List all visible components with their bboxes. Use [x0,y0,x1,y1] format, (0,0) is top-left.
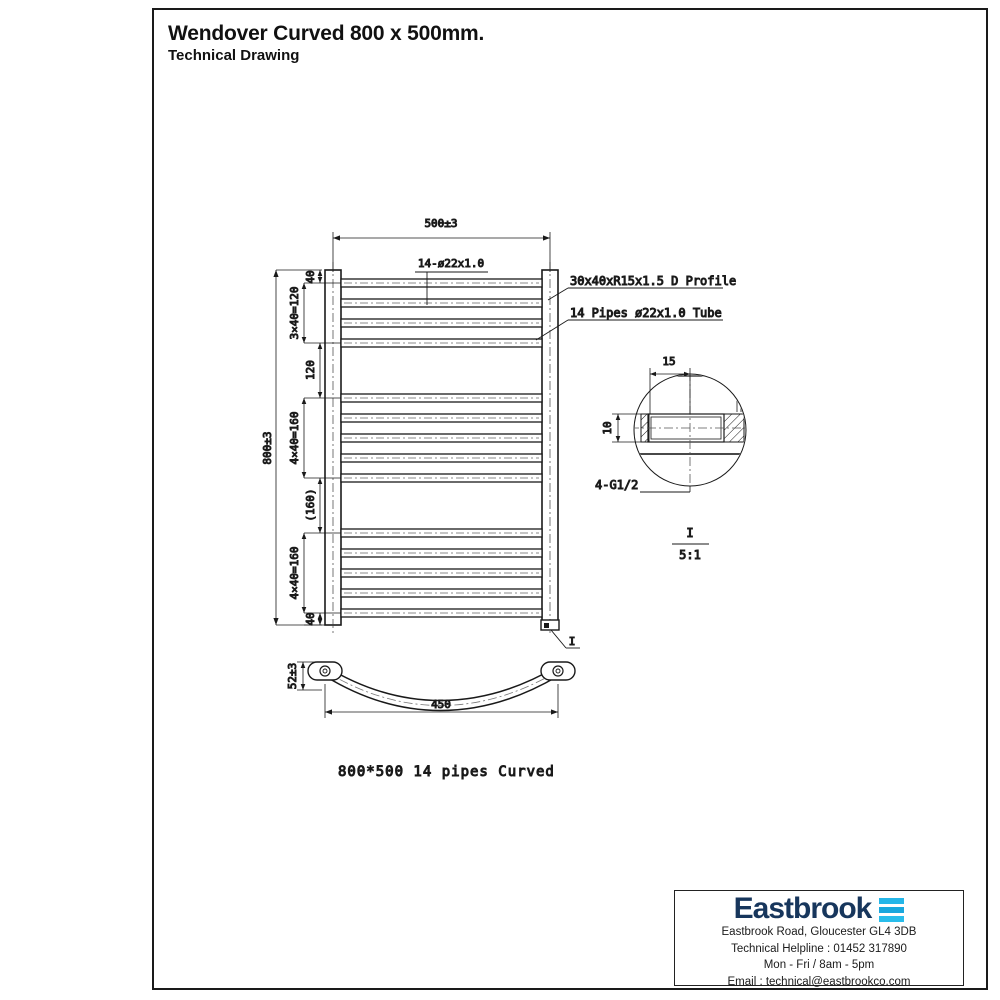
tube-note: 14 Pipes ø22x1.0 Tube [535,306,723,341]
chain-dim-label: 40 [304,612,317,625]
pipe-rail [340,318,543,328]
pipe-rail [340,608,543,618]
detail-height-label: 10 [601,421,614,434]
chain-dim-40-top: 40 [304,270,341,284]
bottom-depth-label: 52±3 [286,663,299,690]
bottom-curved-view: 52±3 450 [286,661,576,718]
pipe-rail [340,413,543,423]
brand-email: Email : technical@eastbrookco.com [727,976,911,989]
detail-view-scale: 5:1 [679,548,701,562]
chain-dim-label: 3×40=120 [288,287,301,340]
pipe-rail [340,338,543,348]
detail-view: 15 10 4-G1/2 I 5:1 [595,355,747,563]
left-post [324,262,342,634]
chain-dim-4x40-upper: 4×40=160 [288,398,341,479]
detail-marker-label: I [569,635,576,648]
pipe-rail [340,588,543,598]
pipe-rail [340,548,543,558]
page-subtitle: Technical Drawing [168,46,300,64]
detail-width-label: 15 [662,355,675,368]
chain-dim-40-bottom: 40 [304,612,341,626]
pipe-rail [340,393,543,403]
chain-dim-label: (160) [304,488,317,521]
pipe-rail [340,528,543,538]
chain-dim-label: 120 [304,360,317,380]
pipe-rail [340,453,543,463]
detail-view-marker: I [686,526,693,540]
pipe-callout-label: 14-ø22x1.0 [418,257,484,270]
chain-dim-label: 40 [304,270,317,283]
bottom-chord-label: 450 [431,698,451,711]
chain-dim-4x40-lower: 4×40=160 [288,533,341,614]
brand-logo: Eastbrook [675,894,963,924]
brand-address: Eastbrook Road, Gloucester GL4 3DB [721,926,917,938]
thread-callout-label: 4-G1/2 [595,478,638,492]
chain-dim-120: 120 [304,343,341,399]
brand-name: Eastbrook [733,892,873,925]
pipe-rail [340,278,543,288]
chain-dim-160-ref: (160) [304,478,341,534]
chain-dim-label: 4×40=160 [288,547,301,600]
chain-dim-3x40: 3×40=120 [288,283,341,344]
width-dimension-label: 500±3 [424,217,457,230]
eastbrook-bars-icon [879,896,905,922]
width-dimension: 500±3 [332,217,551,272]
chain-dim-label: 4×40=160 [288,412,301,465]
profile-note: 30x40xR15x1.5 D Profile [547,274,737,301]
pipe-rails [340,278,543,618]
pipe-rail [340,568,543,578]
pipe-callout: 14-ø22x1.0 [415,257,488,305]
right-post [540,262,560,634]
detail-marker-front: I [550,629,580,649]
brand-helpline: Technical Helpline : 01452 317890 [731,942,907,955]
pipe-rail [340,433,543,443]
brand-footer: Eastbrook Eastbrook Road, Gloucester GL4… [674,890,964,988]
brand-hours: Mon - Fri / 8am - 5pm [763,959,875,972]
page-title: Wendover Curved 800 x 500mm. [168,22,485,45]
tube-note-label: 14 Pipes ø22x1.0 Tube [570,306,722,320]
pipe-rail [340,298,543,308]
profile-note-label: 30x40xR15x1.5 D Profile [570,274,736,288]
drawing-caption: 800*500 14 pipes Curved [338,764,555,780]
title-block: Wendover Curved 800 x 500mm. Technical D… [168,22,768,65]
pipe-rail [340,473,543,483]
page-border [152,8,988,990]
height-dimension-label: 800±3 [261,431,274,464]
